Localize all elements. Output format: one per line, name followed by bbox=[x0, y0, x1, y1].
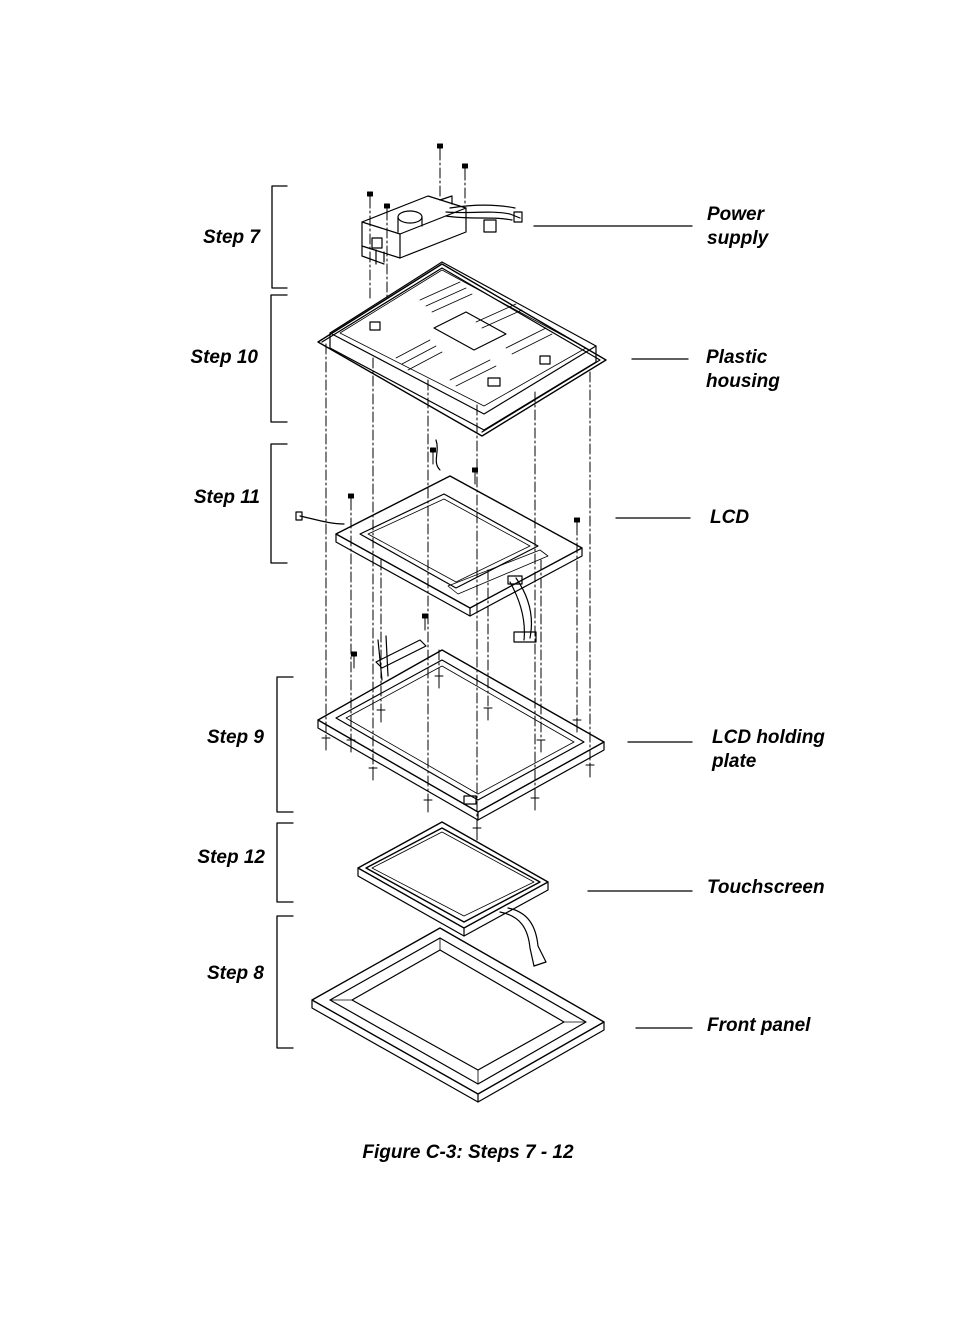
front-panel-drawing bbox=[311, 927, 605, 1103]
bracket-step12 bbox=[276, 822, 294, 903]
plastic-housing-drawing bbox=[317, 261, 607, 437]
touchscreen-drawing bbox=[357, 821, 549, 967]
screw bbox=[574, 517, 580, 535]
step-12-label: Step 12 bbox=[197, 847, 265, 868]
lcd-drawing bbox=[295, 439, 583, 643]
lcd-holding-plate-label-line1: LCD holding bbox=[712, 727, 825, 748]
bracket-step9 bbox=[276, 676, 294, 813]
screw bbox=[348, 493, 354, 511]
power-supply-drawing bbox=[361, 195, 523, 265]
step-9-label: Step 9 bbox=[206, 727, 264, 748]
bracket-step10 bbox=[270, 294, 288, 423]
bracket-step11 bbox=[270, 443, 288, 564]
step-brackets bbox=[270, 185, 294, 1049]
plate-screws bbox=[321, 675, 595, 841]
figure-caption: Figure C-3: Steps 7 - 12 bbox=[362, 1142, 574, 1163]
screw bbox=[472, 467, 478, 485]
touchscreen-label: Touchscreen bbox=[707, 877, 825, 898]
lcd-label: LCD bbox=[710, 507, 750, 528]
step-8-label: Step 8 bbox=[206, 963, 264, 984]
alignment-lines bbox=[325, 149, 591, 829]
lcd-holding-plate-drawing bbox=[317, 635, 605, 841]
power-supply-label: Power supply bbox=[707, 203, 768, 251]
leader-lines bbox=[533, 225, 693, 1029]
power-supply-label-line1: Power bbox=[707, 204, 765, 225]
lcd-holding-plate-label-line2: plate bbox=[712, 751, 757, 772]
screw bbox=[462, 163, 468, 181]
bracket-step8 bbox=[276, 915, 294, 1049]
screw bbox=[430, 447, 436, 465]
bracket-step7 bbox=[271, 185, 288, 289]
plastic-housing-label-line2: housing bbox=[706, 371, 780, 392]
power-supply-label-line2: supply bbox=[707, 228, 769, 249]
screw bbox=[351, 651, 357, 669]
lcd-holding-plate-label: LCD holding plate bbox=[712, 726, 825, 774]
plastic-housing-label-line1: Plastic bbox=[706, 347, 768, 368]
step-11-label: Step 11 bbox=[193, 487, 260, 508]
plastic-housing-label: Plastic housing bbox=[706, 346, 780, 394]
screw bbox=[422, 613, 428, 631]
screw bbox=[437, 143, 443, 161]
screw bbox=[367, 191, 373, 209]
screw bbox=[384, 203, 390, 221]
front-panel-label: Front panel bbox=[707, 1015, 811, 1036]
screws bbox=[348, 143, 580, 669]
step-7-label: Step 7 bbox=[202, 227, 260, 248]
step-10-label: Step 10 bbox=[190, 347, 258, 368]
